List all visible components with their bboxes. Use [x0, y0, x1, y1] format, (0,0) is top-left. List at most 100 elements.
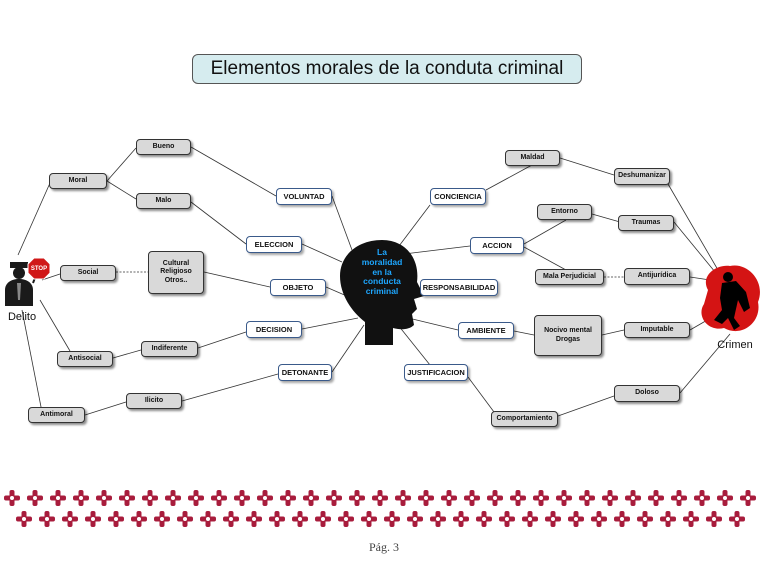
stop-sign-text: STOP	[31, 266, 47, 272]
footer-motif-icon	[671, 490, 687, 506]
footer-motif-icon	[73, 490, 89, 506]
footer-motif-icon	[142, 490, 158, 506]
footer-motif-icon	[223, 511, 239, 527]
footer-motif-icon	[717, 490, 733, 506]
node-antisocial: Antisocial	[57, 351, 113, 367]
footer-motif-icon	[625, 490, 641, 506]
footer-motif-icon	[660, 511, 676, 527]
footer-motif-icon	[326, 490, 342, 506]
footer-motif-icon	[740, 490, 756, 506]
footer-motif-icon	[131, 511, 147, 527]
footer-motif-icon	[154, 511, 170, 527]
head-silhouette-icon	[340, 240, 424, 345]
node-mala-perjudicial: Mala Perjudicial	[535, 269, 604, 285]
footer-motif-icon	[579, 490, 595, 506]
footer-motif-icon	[637, 511, 653, 527]
footer-motif-icon	[648, 490, 664, 506]
node-antijuridica: Antijurídica	[624, 268, 690, 285]
node-nocivo: Nocivo mental Drogas	[534, 315, 602, 356]
footer-motif-icon	[545, 511, 561, 527]
footer-motif-icon	[165, 490, 181, 506]
footer-motif-icon	[476, 511, 492, 527]
label-crimen: Crimen	[717, 339, 753, 351]
concept-decision: DECISION	[246, 321, 302, 338]
concept-eleccion: ELECCION	[246, 236, 302, 253]
footer-motif-icon	[453, 511, 469, 527]
footer-motif-icon	[694, 490, 710, 506]
footer-motif-icon	[16, 511, 32, 527]
footer-motif-icon	[487, 490, 503, 506]
footer-motif-icon	[315, 511, 331, 527]
police-figure-icon	[5, 262, 39, 306]
footer-motif-icon	[602, 490, 618, 506]
footer-motif-icon	[464, 490, 480, 506]
footer-motif-icon	[384, 511, 400, 527]
footer-motif-icon	[177, 511, 193, 527]
node-comportamiento: Comportamiento	[491, 411, 558, 427]
node-ilicito: Ilicito	[126, 393, 182, 409]
footer-motif-icon	[510, 490, 526, 506]
concept-objeto: OBJETO	[270, 279, 326, 296]
node-traumas: Traumas	[618, 215, 674, 231]
footer-motif-icon	[269, 511, 285, 527]
footer-motif-icon	[246, 511, 262, 527]
decorative-footer-pattern	[4, 490, 756, 527]
footer-motif-icon	[430, 511, 446, 527]
footer-motif-icon	[292, 511, 308, 527]
node-maldad: Maldad	[505, 150, 560, 166]
footer-motif-icon	[200, 511, 216, 527]
concept-accion: ACCION	[470, 237, 524, 254]
crime-victim-icon	[701, 265, 760, 332]
footer-motif-icon	[257, 490, 273, 506]
footer-motif-icon	[85, 511, 101, 527]
diagram-title: Elementos morales de la conduta criminal	[192, 54, 582, 84]
footer-motif-icon	[614, 511, 630, 527]
stop-sign-icon: STOP	[27, 257, 51, 280]
concept-voluntad: VOLUNTAD	[276, 188, 332, 205]
node-antimoral: Antimoral	[28, 407, 85, 423]
footer-motif-icon	[62, 511, 78, 527]
footer-motif-icon	[522, 511, 538, 527]
footer-motif-icon	[303, 490, 319, 506]
node-entorno: Entorno	[537, 204, 592, 220]
footer-motif-icon	[568, 511, 584, 527]
footer-motif-icon	[407, 511, 423, 527]
node-social: Social	[60, 265, 116, 281]
footer-motif-icon	[50, 490, 66, 506]
node-deshumanizar: Deshumanizar	[614, 168, 670, 185]
footer-motif-icon	[211, 490, 227, 506]
footer-motif-icon	[372, 490, 388, 506]
label-delito: Delito	[7, 311, 37, 323]
node-doloso: Doloso	[614, 385, 680, 402]
footer-motif-icon	[280, 490, 296, 506]
concept-justificacion: JUSTIFICACION	[404, 364, 468, 381]
footer-motif-icon	[499, 511, 515, 527]
footer-motif-icon	[349, 490, 365, 506]
concept-conciencia: CONCIENCIA	[430, 188, 486, 205]
concept-detonante: DETONANTE	[278, 364, 332, 381]
node-cultural: Cultural Religioso Otros..	[148, 251, 204, 294]
footer-motif-icon	[119, 490, 135, 506]
node-imputable: Imputable	[624, 322, 690, 338]
footer-motif-icon	[418, 490, 434, 506]
footer-motif-icon	[441, 490, 457, 506]
footer-motif-icon	[361, 511, 377, 527]
footer-motif-icon	[96, 490, 112, 506]
node-bueno: Bueno	[136, 139, 191, 155]
footer-motif-icon	[27, 490, 43, 506]
footer-motif-icon	[591, 511, 607, 527]
node-malo: Malo	[136, 193, 191, 209]
footer-motif-icon	[706, 511, 722, 527]
node-indiferente: Indiferente	[141, 341, 198, 357]
footer-motif-icon	[729, 511, 745, 527]
footer-motif-icon	[188, 490, 204, 506]
footer-motif-icon	[234, 490, 250, 506]
concept-ambiente: AMBIENTE	[458, 322, 514, 339]
page-number: Pág. 3	[369, 540, 399, 554]
footer-motif-icon	[533, 490, 549, 506]
footer-motif-icon	[395, 490, 411, 506]
footer-motif-icon	[108, 511, 124, 527]
footer-motif-icon	[556, 490, 572, 506]
concept-responsabilidad: RESPONSABILIDAD	[420, 279, 498, 296]
